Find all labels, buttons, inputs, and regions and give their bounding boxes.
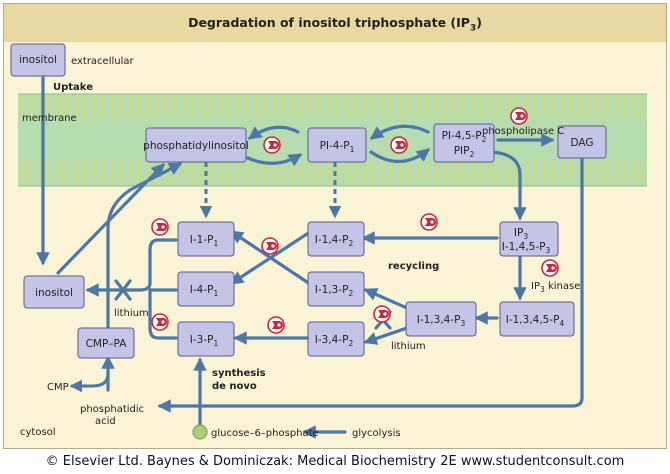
label-de-novo: de novo — [212, 381, 257, 392]
enzyme-icon — [541, 259, 559, 277]
node-cmp-pa: CMP–PA — [77, 327, 135, 359]
arrow-i1p-to-inositol — [85, 238, 178, 297]
svg-text:I-1,3,4-P3: I-1,3,4-P3 — [417, 314, 466, 328]
arrow-pip2-to-pi4p — [369, 124, 430, 140]
label-cmp: CMP — [47, 382, 69, 393]
label-phosphatidic: phosphatidic — [80, 404, 144, 415]
svg-text:I-1,4-P2: I-1,4-P2 — [315, 234, 354, 248]
enzyme-icon — [373, 305, 391, 323]
label-synthesis: synthesis — [212, 368, 266, 379]
svg-text:IP3: IP3 — [514, 227, 528, 241]
arrow-cmp-release — [69, 358, 110, 393]
node-i14p: I-1,4-P2 — [307, 221, 365, 257]
label-phospholipase-c: phospholipase C — [482, 126, 564, 137]
svg-text:I-4-P1: I-4-P1 — [190, 284, 219, 298]
svg-text:I-3-P1: I-3-P1 — [190, 334, 219, 348]
node-phosphatidylinositol: phosphatidylinositol — [143, 127, 249, 163]
svg-text:I-1,3-P2: I-1,3-P2 — [315, 284, 354, 298]
arrow-pi-to-pi4p — [246, 153, 303, 167]
enzyme-icon — [420, 213, 438, 231]
node-pi4p: PI-4-P1 — [307, 127, 367, 163]
node-i4p: I-4-P1 — [177, 271, 235, 307]
arrow-i13p-to-i1p — [229, 230, 312, 286]
svg-text:phosphatidylinositol: phosphatidylinositol — [143, 140, 249, 152]
svg-text:inositol: inositol — [35, 287, 73, 299]
label-cytosol: cytosol — [20, 427, 56, 438]
label-glucose-6-phosphate: glucose–6–phosphate — [211, 428, 319, 439]
label-membrane: membrane — [22, 113, 77, 124]
arrow-i134p-to-i34p — [363, 326, 409, 345]
label-acid: acid — [95, 416, 116, 427]
svg-text:PIP2: PIP2 — [454, 145, 475, 159]
label-recycling: recycling — [388, 261, 439, 272]
node-i1p: I-1-P1 — [177, 221, 235, 257]
label-uptake: Uptake — [53, 82, 93, 93]
enzyme-icon — [267, 316, 285, 334]
enzyme-icon — [151, 218, 169, 236]
arrow-cmppa-to-pi — [106, 162, 183, 332]
copyright-notice: © Elsevier Ltd. Baynes & Dominiczak: Med… — [45, 454, 625, 469]
arrow-dag-to-pa — [157, 156, 584, 413]
node-i134p: I-1,3,4-P3 — [405, 301, 477, 337]
node-ip3: IP3 I-1,4,5-P3 — [499, 221, 559, 257]
node-pip2: PI-4,5-P2 PIP2 — [433, 123, 495, 163]
arrow-pi4p-to-pip2 — [369, 148, 431, 164]
enzyme-icon — [390, 136, 408, 154]
svg-text:I-1,4,5-P3: I-1,4,5-P3 — [502, 241, 551, 255]
svg-text:DAG: DAG — [570, 137, 593, 149]
svg-text:inositol: inositol — [19, 54, 57, 66]
glucose-6-phosphate-dot — [192, 424, 208, 440]
enzyme-icon — [510, 107, 528, 125]
label-glycolysis: glycolysis — [352, 428, 401, 439]
node-i13p: I-1,3-P2 — [307, 271, 365, 307]
svg-text:I-1,3,4,5-P4: I-1,3,4,5-P4 — [506, 314, 565, 328]
node-i3p: I-3-P1 — [177, 321, 235, 357]
svg-text:CMP–PA: CMP–PA — [86, 338, 128, 350]
svg-text:I-3,4-P2: I-3,4-P2 — [315, 334, 354, 348]
node-inositol-cytosol: inositol — [23, 275, 85, 309]
label-ip3-kinase: IP3 kinase — [531, 281, 580, 294]
node-i34p: I-3,4-P2 — [307, 321, 365, 357]
node-inositol-extracellular: inositol — [10, 43, 66, 77]
arrow-pi4p-to-pi — [247, 125, 300, 140]
enzyme-icon — [151, 313, 169, 331]
diagram-title: Degradation of inositol triphosphate (IP… — [4, 4, 666, 42]
svg-text:PI-4-P1: PI-4-P1 — [320, 140, 355, 154]
arrow-i3p-join — [148, 288, 178, 340]
arrow-i134p-to-i13p — [363, 288, 409, 310]
svg-text:I-1-P1: I-1-P1 — [190, 234, 219, 248]
node-dag: DAG — [557, 125, 607, 159]
enzyme-icon — [261, 237, 279, 255]
label-lithium-left: lithium — [114, 308, 149, 319]
label-extracellular: extracellular — [71, 56, 135, 67]
svg-text:PI-4,5-P2: PI-4,5-P2 — [442, 130, 487, 144]
dashed-arrows — [199, 162, 342, 219]
pathway-arrows — [36, 76, 584, 439]
label-lithium-right: lithium — [391, 341, 426, 352]
enzyme-icon — [263, 136, 281, 154]
node-i1345p: I-1,3,4,5-P4 — [499, 301, 575, 337]
